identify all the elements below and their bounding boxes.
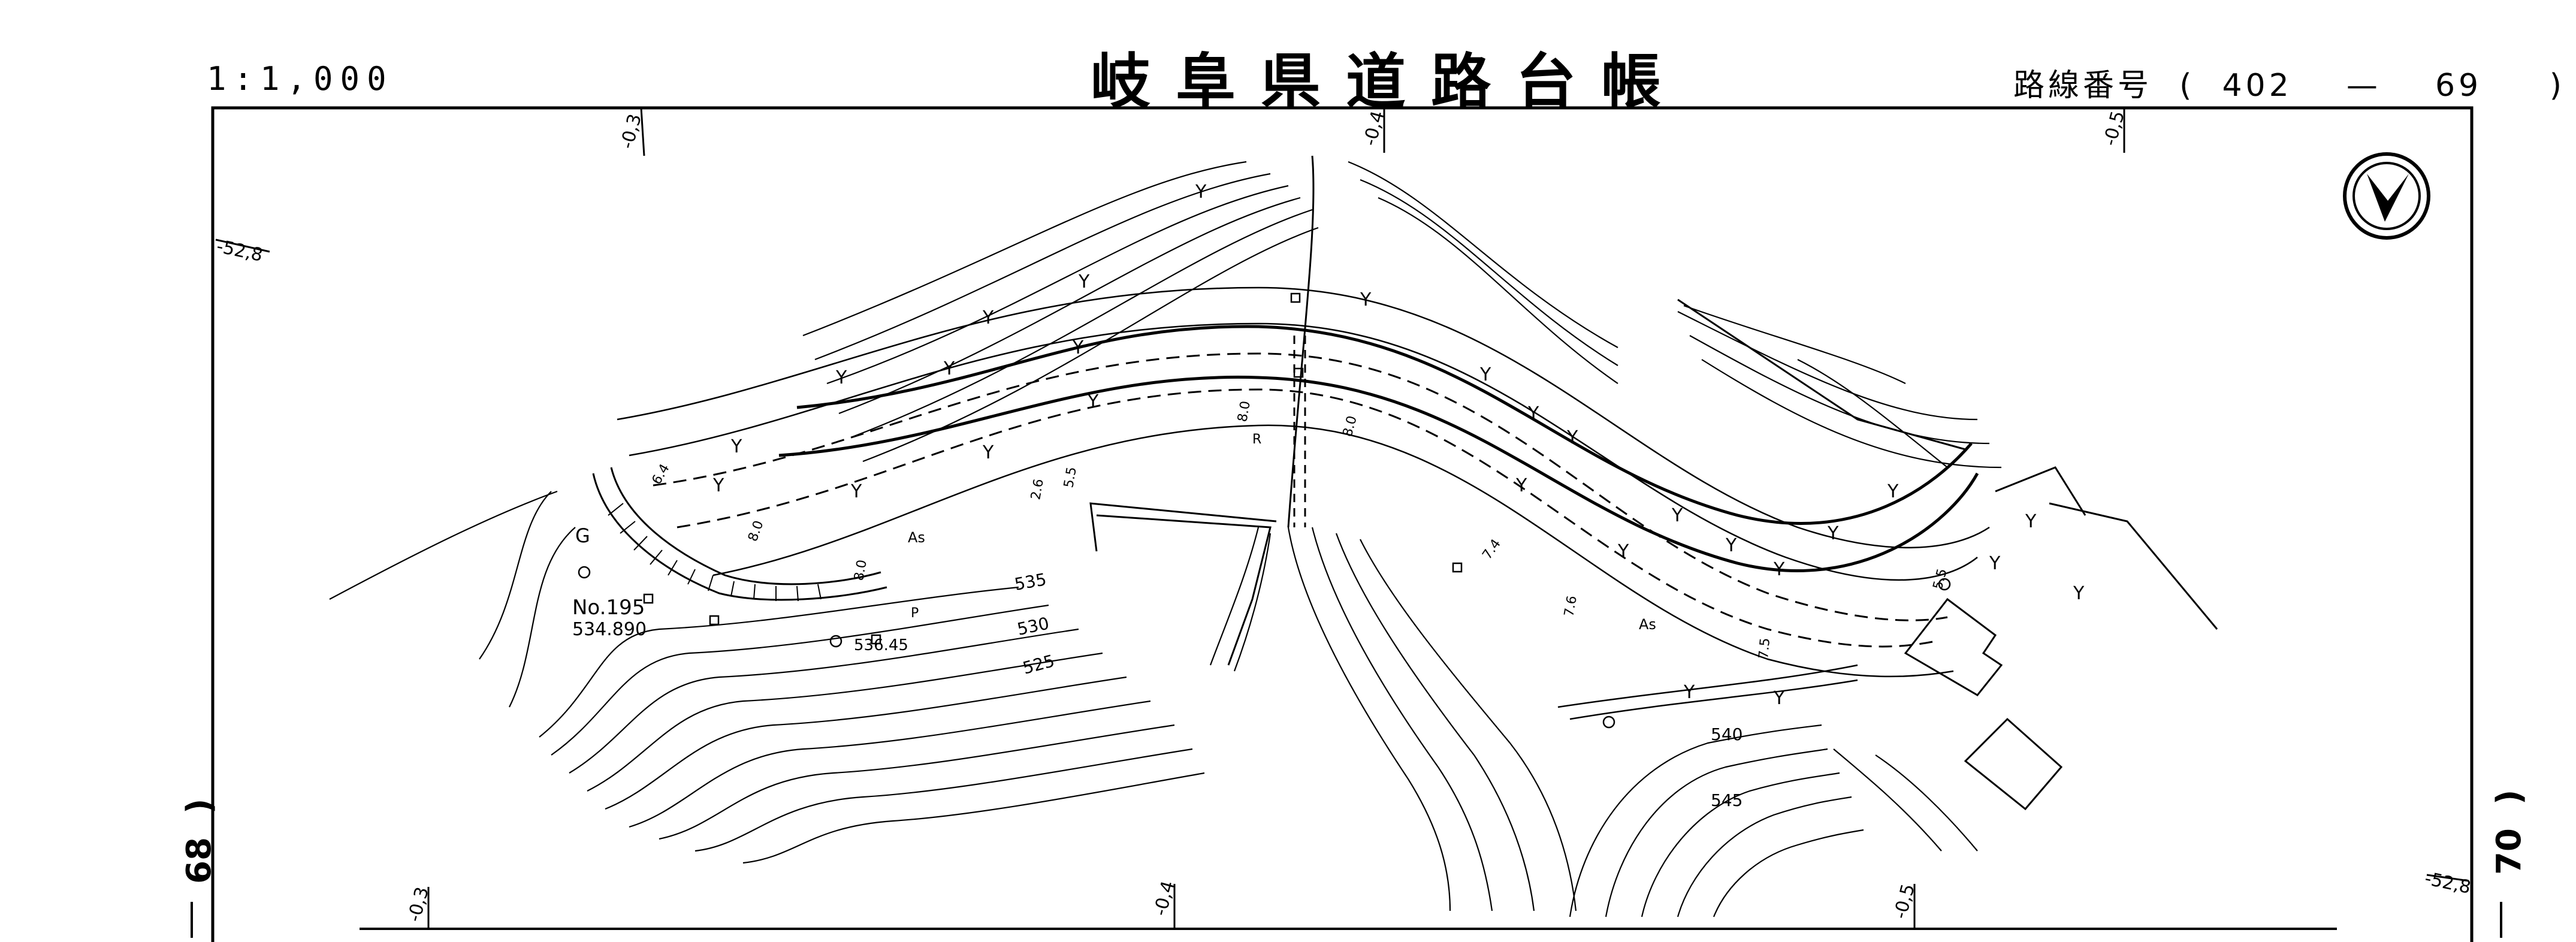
svg-text:Y: Y	[1078, 271, 1090, 292]
buildings	[1677, 298, 2218, 811]
map-frame	[211, 106, 2474, 942]
svg-text:Y: Y	[982, 442, 994, 463]
width-8-0-b: 8.0	[851, 558, 870, 582]
marker-p: P	[911, 606, 919, 621]
svg-text:Y: Y	[1725, 535, 1737, 556]
width-8-0-a: 8.0	[745, 519, 766, 544]
svg-text:Y: Y	[2073, 583, 2085, 604]
surface-right: As	[1639, 616, 1656, 633]
svg-text:Y: Y	[1827, 523, 1839, 544]
svg-text:Y: Y	[1527, 403, 1539, 424]
svg-text:Y: Y	[1195, 182, 1207, 203]
svg-text:Y: Y	[1773, 559, 1785, 580]
marker-r: R	[1252, 432, 1261, 447]
width-2-6: 2.6	[1028, 478, 1047, 501]
width-8-0-c: 8.0	[1235, 400, 1254, 423]
marker-g: G	[575, 524, 590, 547]
width-5-5-a: 5.5	[1061, 466, 1080, 489]
grid-y-right: -52,8	[2423, 868, 2472, 898]
wall-ticks	[608, 503, 822, 602]
page-title: 岐阜県道路台帳	[1091, 46, 1686, 117]
width-7-5: 7.5	[1756, 637, 1773, 659]
road-alignment	[617, 286, 1990, 678]
svg-text:Y: Y	[730, 436, 742, 457]
width-7-6: 7.6	[1562, 594, 1580, 618]
svg-text:Y: Y	[2025, 511, 2037, 532]
sheet-left-dash	[191, 902, 193, 938]
svg-text:Y: Y	[1989, 553, 2001, 574]
svg-text:Y: Y	[1887, 481, 1899, 502]
svg-text:Y: Y	[1617, 541, 1629, 562]
svg-text:Y: Y	[850, 481, 862, 502]
sheet-right-dash	[2500, 902, 2502, 938]
svg-text:Y: Y	[712, 475, 724, 496]
route-close: )	[2549, 68, 2566, 104]
contour-540: 540	[1711, 724, 1743, 744]
route-b: 69	[2435, 68, 2483, 104]
route-number: 路線番号 ( 402 — 69 )	[2013, 60, 2565, 105]
station-label: No.195	[572, 596, 645, 620]
svg-text:Y: Y	[1087, 391, 1099, 412]
contour-545: 545	[1711, 790, 1743, 810]
width-6-4: 6.4	[650, 461, 673, 487]
svg-text:Y: Y	[1683, 682, 1695, 703]
retaining-wall	[592, 467, 887, 601]
contour-535: 535	[1013, 569, 1047, 594]
route-a: 402	[2222, 68, 2293, 104]
svg-text:Y: Y	[1479, 364, 1491, 385]
spot-elevation: 536.45	[854, 636, 908, 654]
curb-lines	[1557, 664, 1858, 720]
map-scale: 1:1,000	[207, 60, 394, 98]
right-contours	[1569, 724, 1978, 917]
width-7-4: 7.4	[1479, 536, 1504, 562]
svg-text:Y: Y	[1773, 688, 1785, 709]
svg-text:Y: Y	[1566, 427, 1578, 448]
valley-contours	[1209, 527, 1577, 911]
utility-symbols	[578, 292, 1951, 729]
station-elevation: 534.890	[572, 619, 647, 640]
lower-left-contours	[329, 490, 1205, 864]
contour-530: 530	[1016, 613, 1051, 639]
upper-contours	[802, 161, 2002, 469]
surface-left: As	[908, 529, 925, 546]
svg-text:Y: Y	[835, 367, 847, 388]
svg-text:Y: Y	[1072, 337, 1084, 358]
cross-road	[1089, 155, 1315, 666]
north-arrow-icon	[2343, 152, 2430, 240]
svg-text:Y: Y	[1515, 475, 1527, 496]
contour-525: 525	[1020, 651, 1056, 678]
svg-text:Y: Y	[943, 358, 955, 379]
route-open: (	[2179, 68, 2196, 104]
svg-text:Y: Y	[1360, 289, 1372, 310]
route-dash: —	[2346, 68, 2381, 104]
map-annotations: No.195 534.890 536.45 As As G R P 525 53…	[572, 400, 1950, 810]
svg-text:Y: Y	[1671, 505, 1683, 526]
route-label: 路線番号	[2013, 68, 2153, 104]
width-8-0-d: 8.0	[1340, 414, 1360, 438]
svg-text:Y: Y	[982, 307, 994, 328]
